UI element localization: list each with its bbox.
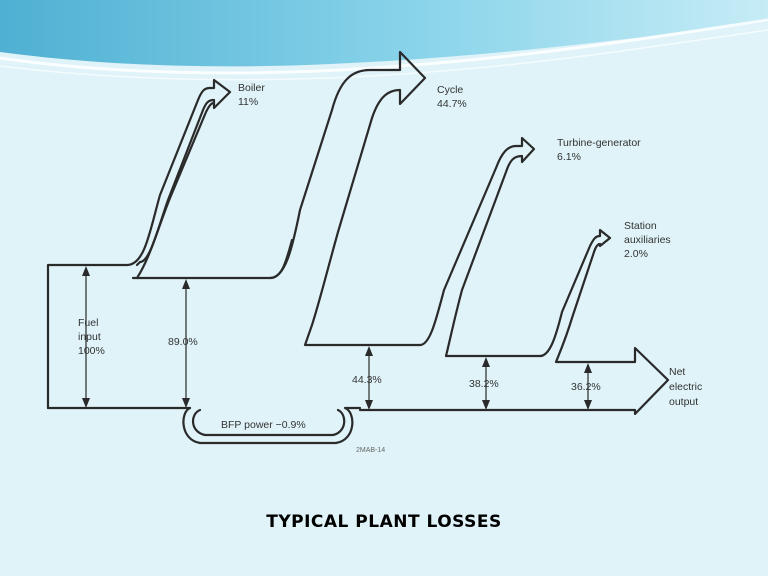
- source-mark: 2MAB-14: [356, 447, 385, 454]
- bfp-loop-inner: [192, 408, 346, 437]
- net-label-1: Net: [669, 366, 685, 378]
- cycle-value: 44.7%: [437, 98, 467, 110]
- flow-38-label: 38.2%: [469, 378, 499, 390]
- station-value: 2.0%: [624, 248, 648, 260]
- net-label-3: output: [669, 396, 698, 408]
- cycle-arrow-inner: [268, 238, 294, 280]
- flow-44-dimension-arrow: [365, 346, 373, 410]
- flow-38-dimension-arrow: [482, 357, 490, 410]
- flow-89-label: 89.0%: [168, 336, 198, 348]
- fuel-value: 100%: [78, 345, 105, 357]
- turbine-label: Turbine-generator: [557, 137, 641, 149]
- fuel-label-2: input: [78, 331, 101, 343]
- boiler-label: Boiler: [238, 82, 265, 94]
- flow-36-dimension-arrow: [584, 363, 592, 410]
- fuel-dimension-arrow: [82, 266, 90, 408]
- flow-44-label: 44.3%: [352, 374, 382, 386]
- bfp-loop: [182, 406, 362, 445]
- flow-89-dimension-arrow: [182, 279, 190, 408]
- slide-title: TYPICAL PLANT LOSSES: [266, 512, 502, 532]
- flow-36-label: 36.2%: [571, 381, 601, 393]
- turbine-arrow: [418, 136, 542, 358]
- net-label-2: electric: [669, 381, 702, 393]
- sankey-diagram: Boiler 11% Cycle 44.7% Turbine-generator…: [46, 50, 702, 454]
- station-label-1: Station: [624, 220, 657, 232]
- cycle-label: Cycle: [437, 84, 463, 96]
- boiler-arrow-inner: [135, 101, 216, 280]
- bfp-label: BFP power −0.9%: [221, 419, 306, 431]
- boiler-value: 11%: [238, 96, 258, 108]
- fuel-label-1: Fuel: [78, 317, 98, 329]
- station-arrow: [358, 228, 670, 416]
- turbine-value: 6.1%: [557, 151, 581, 163]
- station-label-2: auxiliaries: [624, 234, 671, 246]
